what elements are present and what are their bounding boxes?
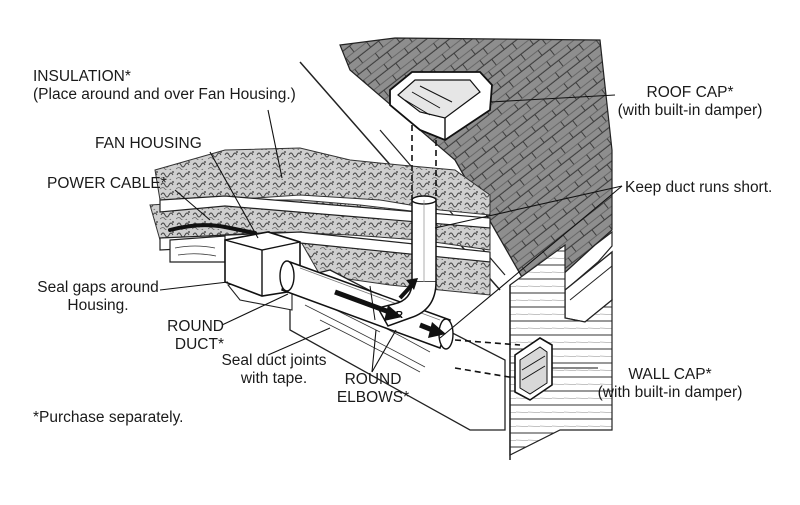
or-label: OR <box>388 310 404 321</box>
seal-joints-line1: Seal duct joints <box>221 352 327 369</box>
wall-cap <box>514 337 553 401</box>
seal-gaps-line1: Seal gaps around <box>37 279 159 296</box>
round-elbows-line2: ELBOWS* <box>336 389 410 406</box>
roof-cap <box>389 71 493 142</box>
power-cable-label: POWER CABLE* <box>47 175 167 192</box>
insulation-note: (Place around and over Fan Housing.) <box>33 86 296 103</box>
round-elbows-label: ROUND ELBOWS* <box>330 371 416 407</box>
seal-gaps-label: Seal gaps around Housing. <box>33 279 163 315</box>
airflow-arrows <box>334 278 446 338</box>
round-duct-label: ROUND DUCT* <box>158 318 224 354</box>
insulation-label: INSULATION* (Place around and over Fan H… <box>33 68 296 104</box>
wall-cap-title: WALL CAP* <box>628 366 712 383</box>
exterior-wall <box>509 243 613 460</box>
duct-path-dashes <box>411 115 521 379</box>
fan-housing-label: FAN HOUSING <box>95 135 202 152</box>
seal-joints-label: Seal duct joints with tape. <box>214 352 334 388</box>
round-duct-line2: DUCT* <box>174 336 224 353</box>
round-duct-line1: ROUND <box>167 318 224 335</box>
round-elbows-line1: ROUND <box>344 371 402 388</box>
seal-gaps-line2: Housing. <box>67 297 129 314</box>
keep-short-label: Keep duct runs short. <box>625 179 773 196</box>
leader-lines <box>159 94 623 373</box>
power-cable <box>168 223 257 235</box>
wall-cap-label: WALL CAP* (with built-in damper) <box>580 366 760 402</box>
purchase-note: *Purchase separately. <box>33 409 184 426</box>
wall-cap-note: (with built-in damper) <box>597 384 743 401</box>
roof-cap-label: ROOF CAP* (with built-in damper) <box>600 84 780 120</box>
insulation-title: INSULATION* <box>33 68 131 85</box>
roof-cap-title: ROOF CAP* <box>646 84 734 101</box>
roof-cap-note: (with built-in damper) <box>617 102 763 119</box>
seal-joints-line2: with tape. <box>240 370 308 387</box>
